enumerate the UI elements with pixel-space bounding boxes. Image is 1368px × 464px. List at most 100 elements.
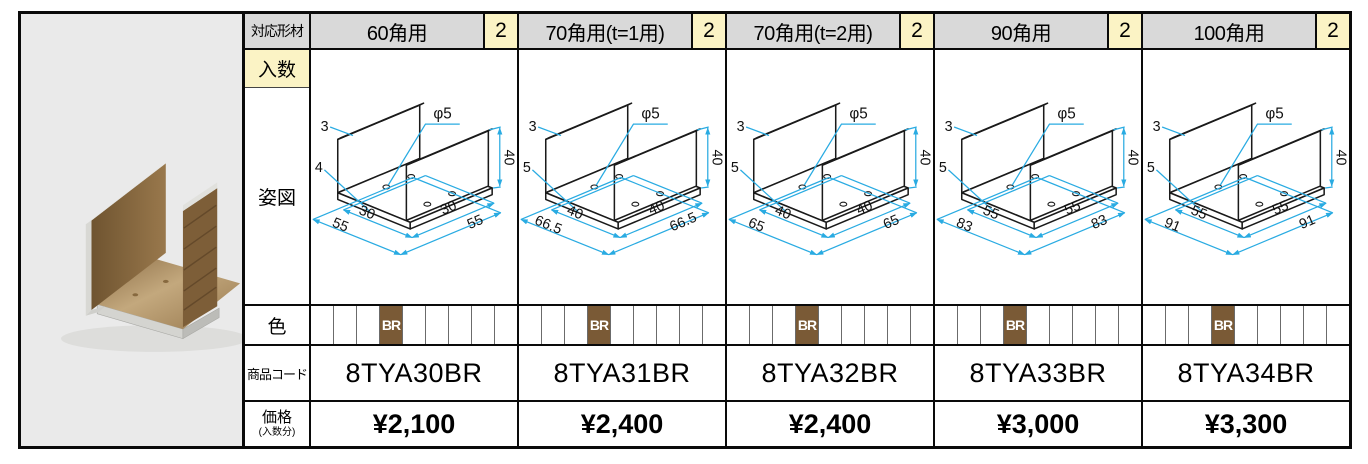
dim-inner-left: 55 [1189, 202, 1210, 223]
dim-inner-right: 30 [438, 197, 459, 218]
color-cell [656, 306, 679, 344]
color-cell [494, 306, 517, 344]
dim-outer-left: 65 [746, 214, 767, 235]
price-label: 価格 [261, 409, 292, 427]
row-label-color: 色 [245, 304, 309, 346]
color-row: BR [519, 304, 725, 346]
color-cell [1234, 306, 1257, 344]
row-label-code: 商品コード [245, 346, 309, 402]
color-cell [564, 306, 587, 344]
spec-diagram: 3 5 φ5 40 40 65 40 65 [728, 101, 933, 255]
figure-cell: 3 5 φ5 40 55 83 55 83 [935, 50, 1141, 304]
color-row: BR [727, 304, 933, 346]
qty-badge: 2 [899, 14, 933, 48]
channel-drawing [752, 101, 909, 230]
color-cell [541, 306, 564, 344]
dim-base-thickness: 5 [523, 159, 531, 175]
color-cell [957, 306, 980, 344]
color-cell [1280, 306, 1303, 344]
dimension-labels: 3 5 φ5 40 55 91 55 91 [1147, 105, 1349, 235]
color-cell [1026, 306, 1049, 344]
dimension-lines [520, 123, 711, 255]
row-label-figure: 姿図 [245, 88, 309, 304]
color-cell [727, 306, 749, 344]
dim-inner-right: 40 [646, 197, 667, 218]
color-cell [402, 306, 425, 344]
dim-hole: φ5 [1265, 105, 1283, 122]
product-column: 90角用 2 [933, 14, 1141, 446]
dim-outer-left: 55 [330, 214, 351, 235]
dim-height: 40 [917, 149, 933, 165]
qty-badge: 2 [691, 14, 725, 48]
dim-top-thickness: 3 [529, 118, 537, 134]
dim-top-thickness: 3 [1153, 118, 1161, 134]
color-cell [841, 306, 864, 344]
figure-cell: 3 5 φ5 40 40 65 40 65 [727, 50, 933, 304]
dim-inner-right: 55 [1062, 197, 1083, 218]
product-code: 8TYA31BR [519, 346, 725, 402]
dim-outer-left: 66.5 [532, 212, 564, 237]
color-cell [633, 306, 656, 344]
product-column: 70角用(t=1用) 2 [517, 14, 725, 446]
dim-height: 40 [501, 149, 517, 165]
header-row: 60角用 2 [311, 14, 517, 50]
color-cell [311, 306, 333, 344]
label-column: 対応形材 入数 姿図 色 商品コード 価格 (入数分) [245, 14, 311, 446]
dim-inner-left: 30 [357, 202, 378, 223]
product-code: 8TYA34BR [1143, 346, 1349, 402]
product-code: 8TYA32BR [727, 346, 933, 402]
color-cell [1118, 306, 1141, 344]
color-cell [702, 306, 725, 344]
color-cell [1143, 306, 1165, 344]
dim-inner-left: 40 [773, 202, 794, 223]
product-name: 70角用(t=2用) [727, 14, 899, 48]
header-row: 70角用(t=2用) 2 [727, 14, 933, 50]
dim-hole: φ5 [849, 105, 867, 122]
dimension-lines [1144, 123, 1335, 255]
dim-outer-right: 91 [1297, 211, 1318, 232]
dim-inner-right: 40 [854, 197, 875, 218]
dim-outer-right: 55 [465, 211, 486, 232]
dim-height: 40 [1125, 149, 1141, 165]
color-cell [1165, 306, 1188, 344]
dimension-lines [728, 123, 919, 255]
color-swatch-br: BR [795, 306, 818, 344]
dim-inner-left: 55 [981, 202, 1002, 223]
dimension-labels: 3 4 φ5 40 30 55 30 55 [315, 105, 517, 235]
product-code: 8TYA33BR [935, 346, 1141, 402]
dimension-labels: 3 5 φ5 40 55 83 55 83 [939, 105, 1141, 235]
row-label-qty: 入数 [245, 50, 309, 88]
product-photo [21, 24, 242, 436]
row-label-spec: 対応形材 [245, 14, 309, 50]
dim-base-thickness: 4 [315, 159, 323, 175]
product-code: 8TYA30BR [311, 346, 517, 402]
dim-height: 40 [1333, 149, 1349, 165]
color-cell [772, 306, 795, 344]
dim-outer-right: 66.5 [667, 209, 699, 235]
header-row: 70角用(t=1用) 2 [519, 14, 725, 50]
qty-badge: 2 [1315, 14, 1349, 48]
color-cell [1326, 306, 1349, 344]
color-row: BR [935, 304, 1141, 346]
dim-outer-right: 83 [1089, 211, 1110, 232]
product-column: 100角用 2 [1141, 14, 1349, 446]
color-cell [610, 306, 633, 344]
figure-cell: 3 5 φ5 40 55 91 55 91 [1143, 50, 1349, 304]
product-price: ¥2,100 [372, 408, 456, 439]
spec-diagram: 3 4 φ5 40 30 55 30 55 [312, 101, 517, 255]
color-cell [333, 306, 356, 344]
dim-inner-right: 55 [1270, 197, 1291, 218]
row-label-price: 価格 (入数分) [245, 402, 309, 446]
dim-base-thickness: 5 [939, 159, 947, 175]
color-swatch-br: BR [379, 306, 402, 344]
dim-inner-left: 40 [565, 202, 586, 223]
qty-badge: 2 [1107, 14, 1141, 48]
product-price: ¥2,400 [580, 408, 664, 439]
color-cell [679, 306, 702, 344]
color-row: BR [311, 304, 517, 346]
color-cell [1095, 306, 1118, 344]
dimension-lines [936, 123, 1127, 255]
color-cell [1049, 306, 1072, 344]
product-column: 70角用(t=2用) 2 [725, 14, 933, 446]
dim-hole: φ5 [641, 105, 659, 122]
